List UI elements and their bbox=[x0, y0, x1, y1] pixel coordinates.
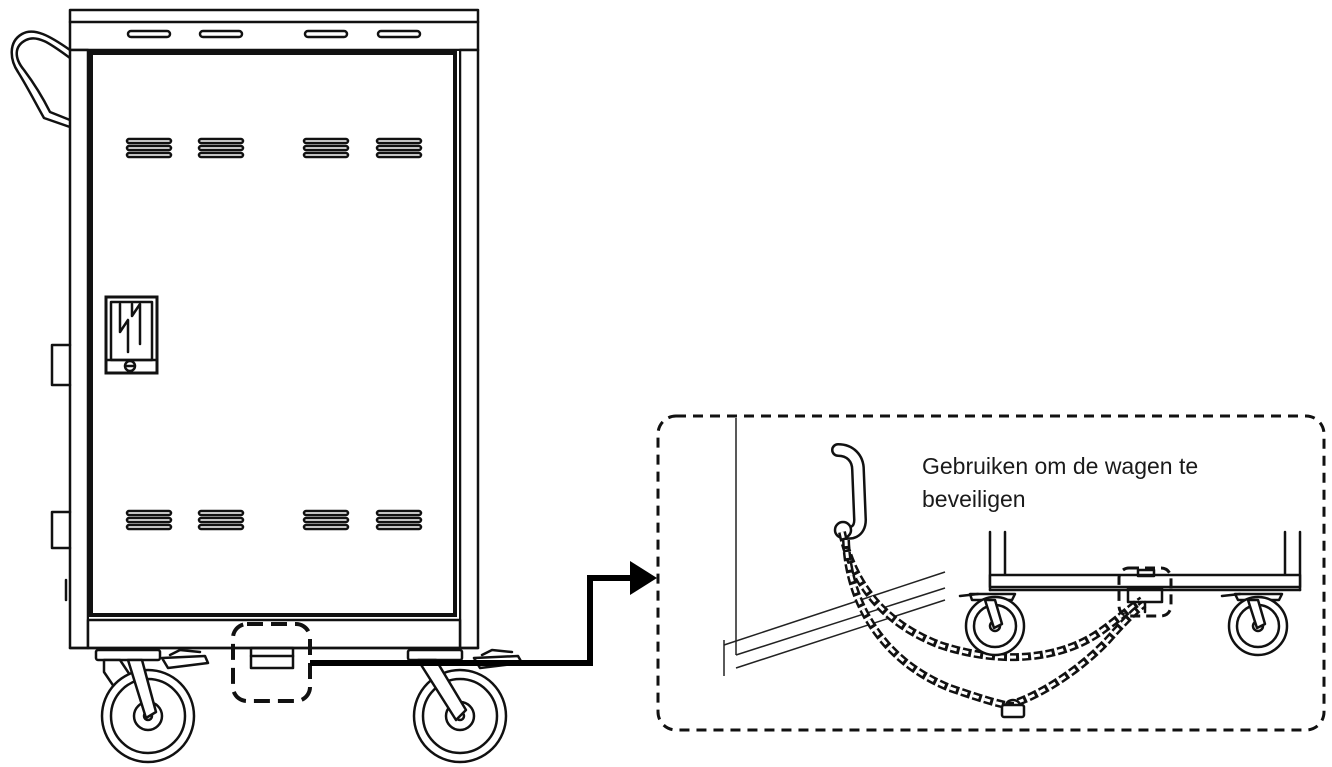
detail-caster-right bbox=[1220, 592, 1289, 657]
wall-anchor-hook bbox=[831, 443, 868, 540]
callout-text-line-2: beveiligen bbox=[922, 486, 1026, 512]
vent-group-lower bbox=[125, 509, 423, 531]
cart-top-panel bbox=[68, 8, 480, 52]
side-bracket bbox=[50, 343, 72, 602]
padlock-icon bbox=[1000, 698, 1026, 719]
door-lock bbox=[104, 295, 159, 375]
caster-right bbox=[406, 648, 524, 764]
charging-cart bbox=[10, 8, 524, 764]
callout-text-line-1: Gebruiken om de wagen te bbox=[922, 453, 1198, 479]
caster-left bbox=[94, 648, 210, 764]
vent-group-upper bbox=[125, 137, 423, 159]
detail-callout-box: Gebruiken om de wagen te beveiligen bbox=[656, 414, 1326, 732]
security-chain bbox=[838, 531, 1147, 710]
lock-bracket-highlight bbox=[231, 622, 312, 703]
wall-surface bbox=[723, 418, 946, 676]
detail-lock-bracket bbox=[1117, 566, 1173, 618]
push-handle bbox=[10, 30, 72, 129]
pointer-arrow bbox=[310, 561, 657, 666]
detail-caster-left bbox=[958, 592, 1026, 657]
